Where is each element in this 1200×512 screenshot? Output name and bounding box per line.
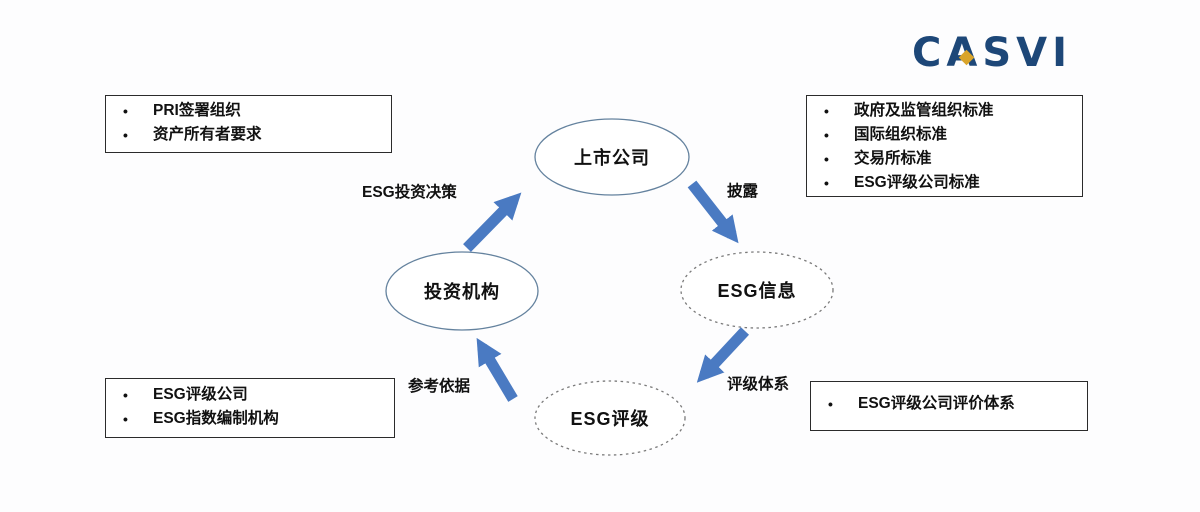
arrow-rating-system	[696, 327, 750, 383]
node-ellipse-esg-info	[680, 251, 834, 329]
node-label-esg-info: ESG信息	[717, 281, 797, 301]
arrow-label-rating-system: 评级体系	[727, 376, 790, 393]
node-ellipse-investment-org	[385, 251, 539, 331]
box-disclosure-standards: 政府及监管组织标准 国际组织标准 交易所标准 ESG评级公司标准	[806, 95, 1083, 197]
box-pri-signatories: PRI签署组织 资产所有者要求	[105, 95, 392, 153]
list-item: ESG评级公司标准	[807, 171, 1082, 195]
list-item: 资产所有者要求	[106, 123, 391, 147]
list-item: ESG指数编制机构	[106, 407, 394, 431]
box-rating-providers: ESG评级公司 ESG指数编制机构	[105, 378, 395, 438]
node-ellipse-listed-company	[534, 118, 690, 196]
list-item: ESG评级公司	[106, 383, 394, 407]
arrow-label-esg-investment-decision: ESG投资决策	[362, 184, 457, 201]
list-item: 国际组织标准	[807, 123, 1082, 147]
arrow-disclosure	[687, 180, 739, 244]
arrow-esg-investment-decision	[463, 192, 522, 252]
list-item: 政府及监管组织标准	[807, 99, 1082, 123]
arrow-label-disclosure: 披露	[727, 183, 759, 200]
casvi-logo-text: CASVI	[912, 30, 1072, 76]
node-ellipse-esg-rating	[534, 380, 686, 456]
box-rating-evaluation-system: ESG评级公司评价体系	[810, 381, 1088, 431]
node-label-listed-company: 上市公司	[574, 148, 650, 168]
arrow-reference-basis	[476, 337, 518, 402]
list-item: ESG评级公司评价体系	[811, 392, 1087, 416]
node-label-investment-org: 投资机构	[424, 282, 500, 302]
arrow-label-reference-basis: 参考依据	[408, 378, 471, 395]
node-label-esg-rating: ESG评级	[570, 409, 650, 429]
list-item: 交易所标准	[807, 147, 1082, 171]
list-item: PRI签署组织	[106, 99, 391, 123]
casvi-logo: CASVI	[912, 30, 1092, 76]
